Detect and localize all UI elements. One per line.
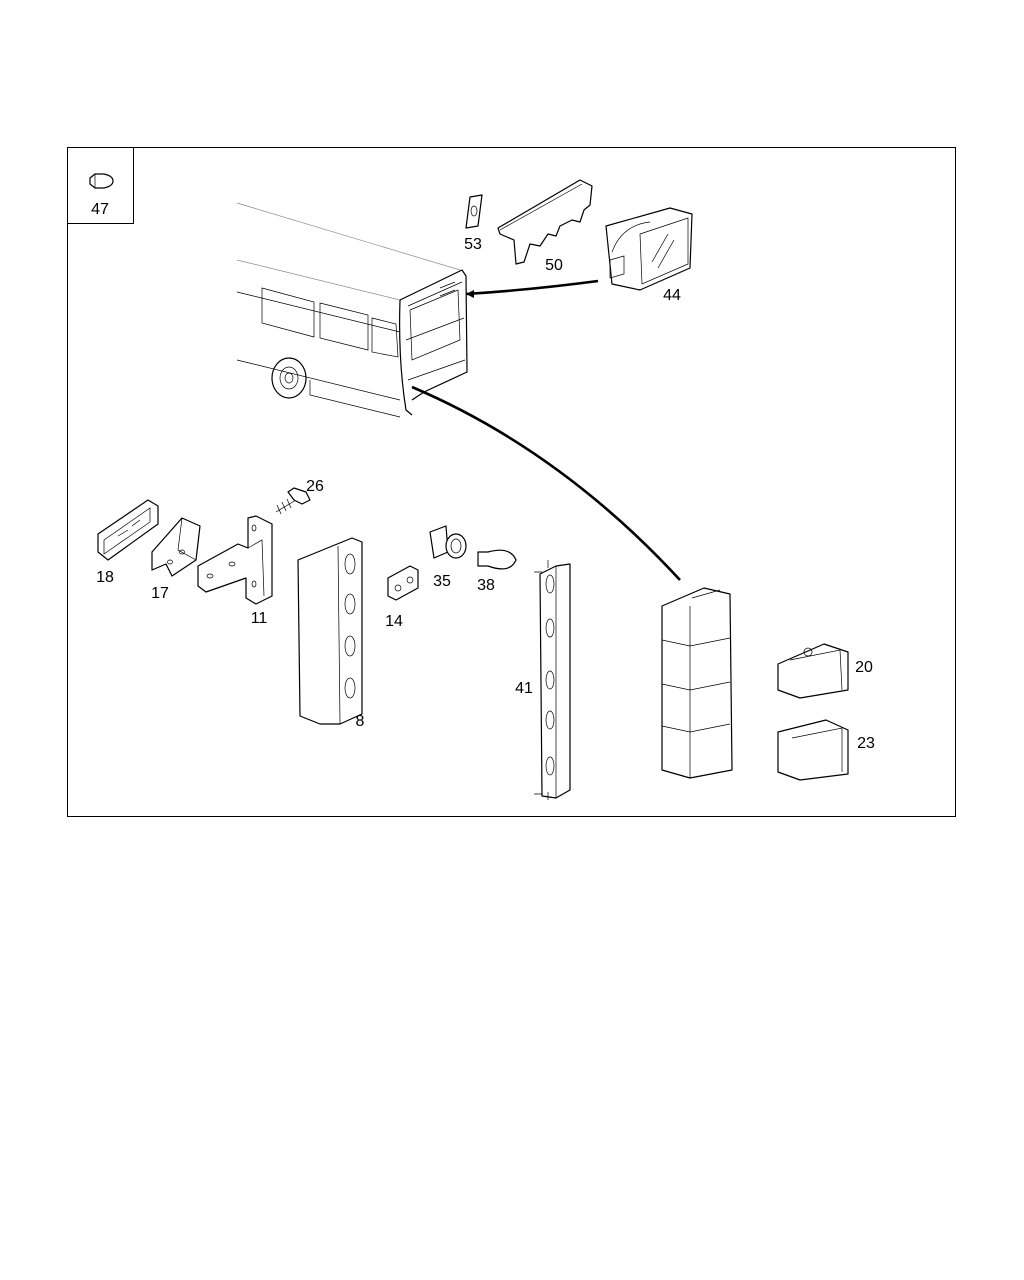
- part-label-8: 8: [356, 713, 365, 730]
- part-26: 26: [275, 478, 324, 515]
- part-label-50: 50: [545, 257, 563, 274]
- bulb-symbol-icon: [89, 173, 114, 189]
- part-label-14: 14: [385, 613, 403, 630]
- part-8: 8: [297, 537, 365, 730]
- part-35: 35: [429, 525, 467, 590]
- part-11: 11: [197, 515, 273, 627]
- part-label-17: 17: [151, 585, 169, 602]
- part-50: 50: [497, 179, 593, 274]
- legend-label: 47: [91, 201, 109, 218]
- part-17: 17: [151, 517, 201, 602]
- part-label-26: 26: [306, 478, 324, 495]
- part-label-44: 44: [663, 287, 681, 304]
- part-20: 20: [777, 643, 873, 699]
- part-14: 14: [385, 565, 419, 630]
- part-label-23: 23: [857, 735, 875, 752]
- part-41: 41: [515, 560, 571, 800]
- diagram-frame: [67, 147, 956, 817]
- part-44: 44: [605, 207, 693, 304]
- part-label-18: 18: [96, 569, 114, 586]
- bus-outline: [236, 202, 468, 418]
- part-53: 53: [464, 194, 483, 253]
- part-label-38: 38: [477, 577, 495, 594]
- leader-line-upper: [465, 279, 599, 296]
- part-label-53: 53: [464, 236, 482, 253]
- legend-box: 47: [67, 147, 134, 224]
- leader-line-lower: [411, 385, 681, 581]
- part-label-20: 20: [855, 659, 873, 676]
- part-23: 23: [777, 719, 875, 781]
- leader-arrow-upper: [466, 290, 474, 298]
- part-label-35: 35: [433, 573, 451, 590]
- part-label-41: 41: [515, 680, 533, 697]
- part-38: 38: [477, 549, 517, 594]
- part-18: 18: [96, 499, 159, 586]
- part-label-11: 11: [251, 610, 268, 627]
- lamp-assembly: [661, 587, 733, 779]
